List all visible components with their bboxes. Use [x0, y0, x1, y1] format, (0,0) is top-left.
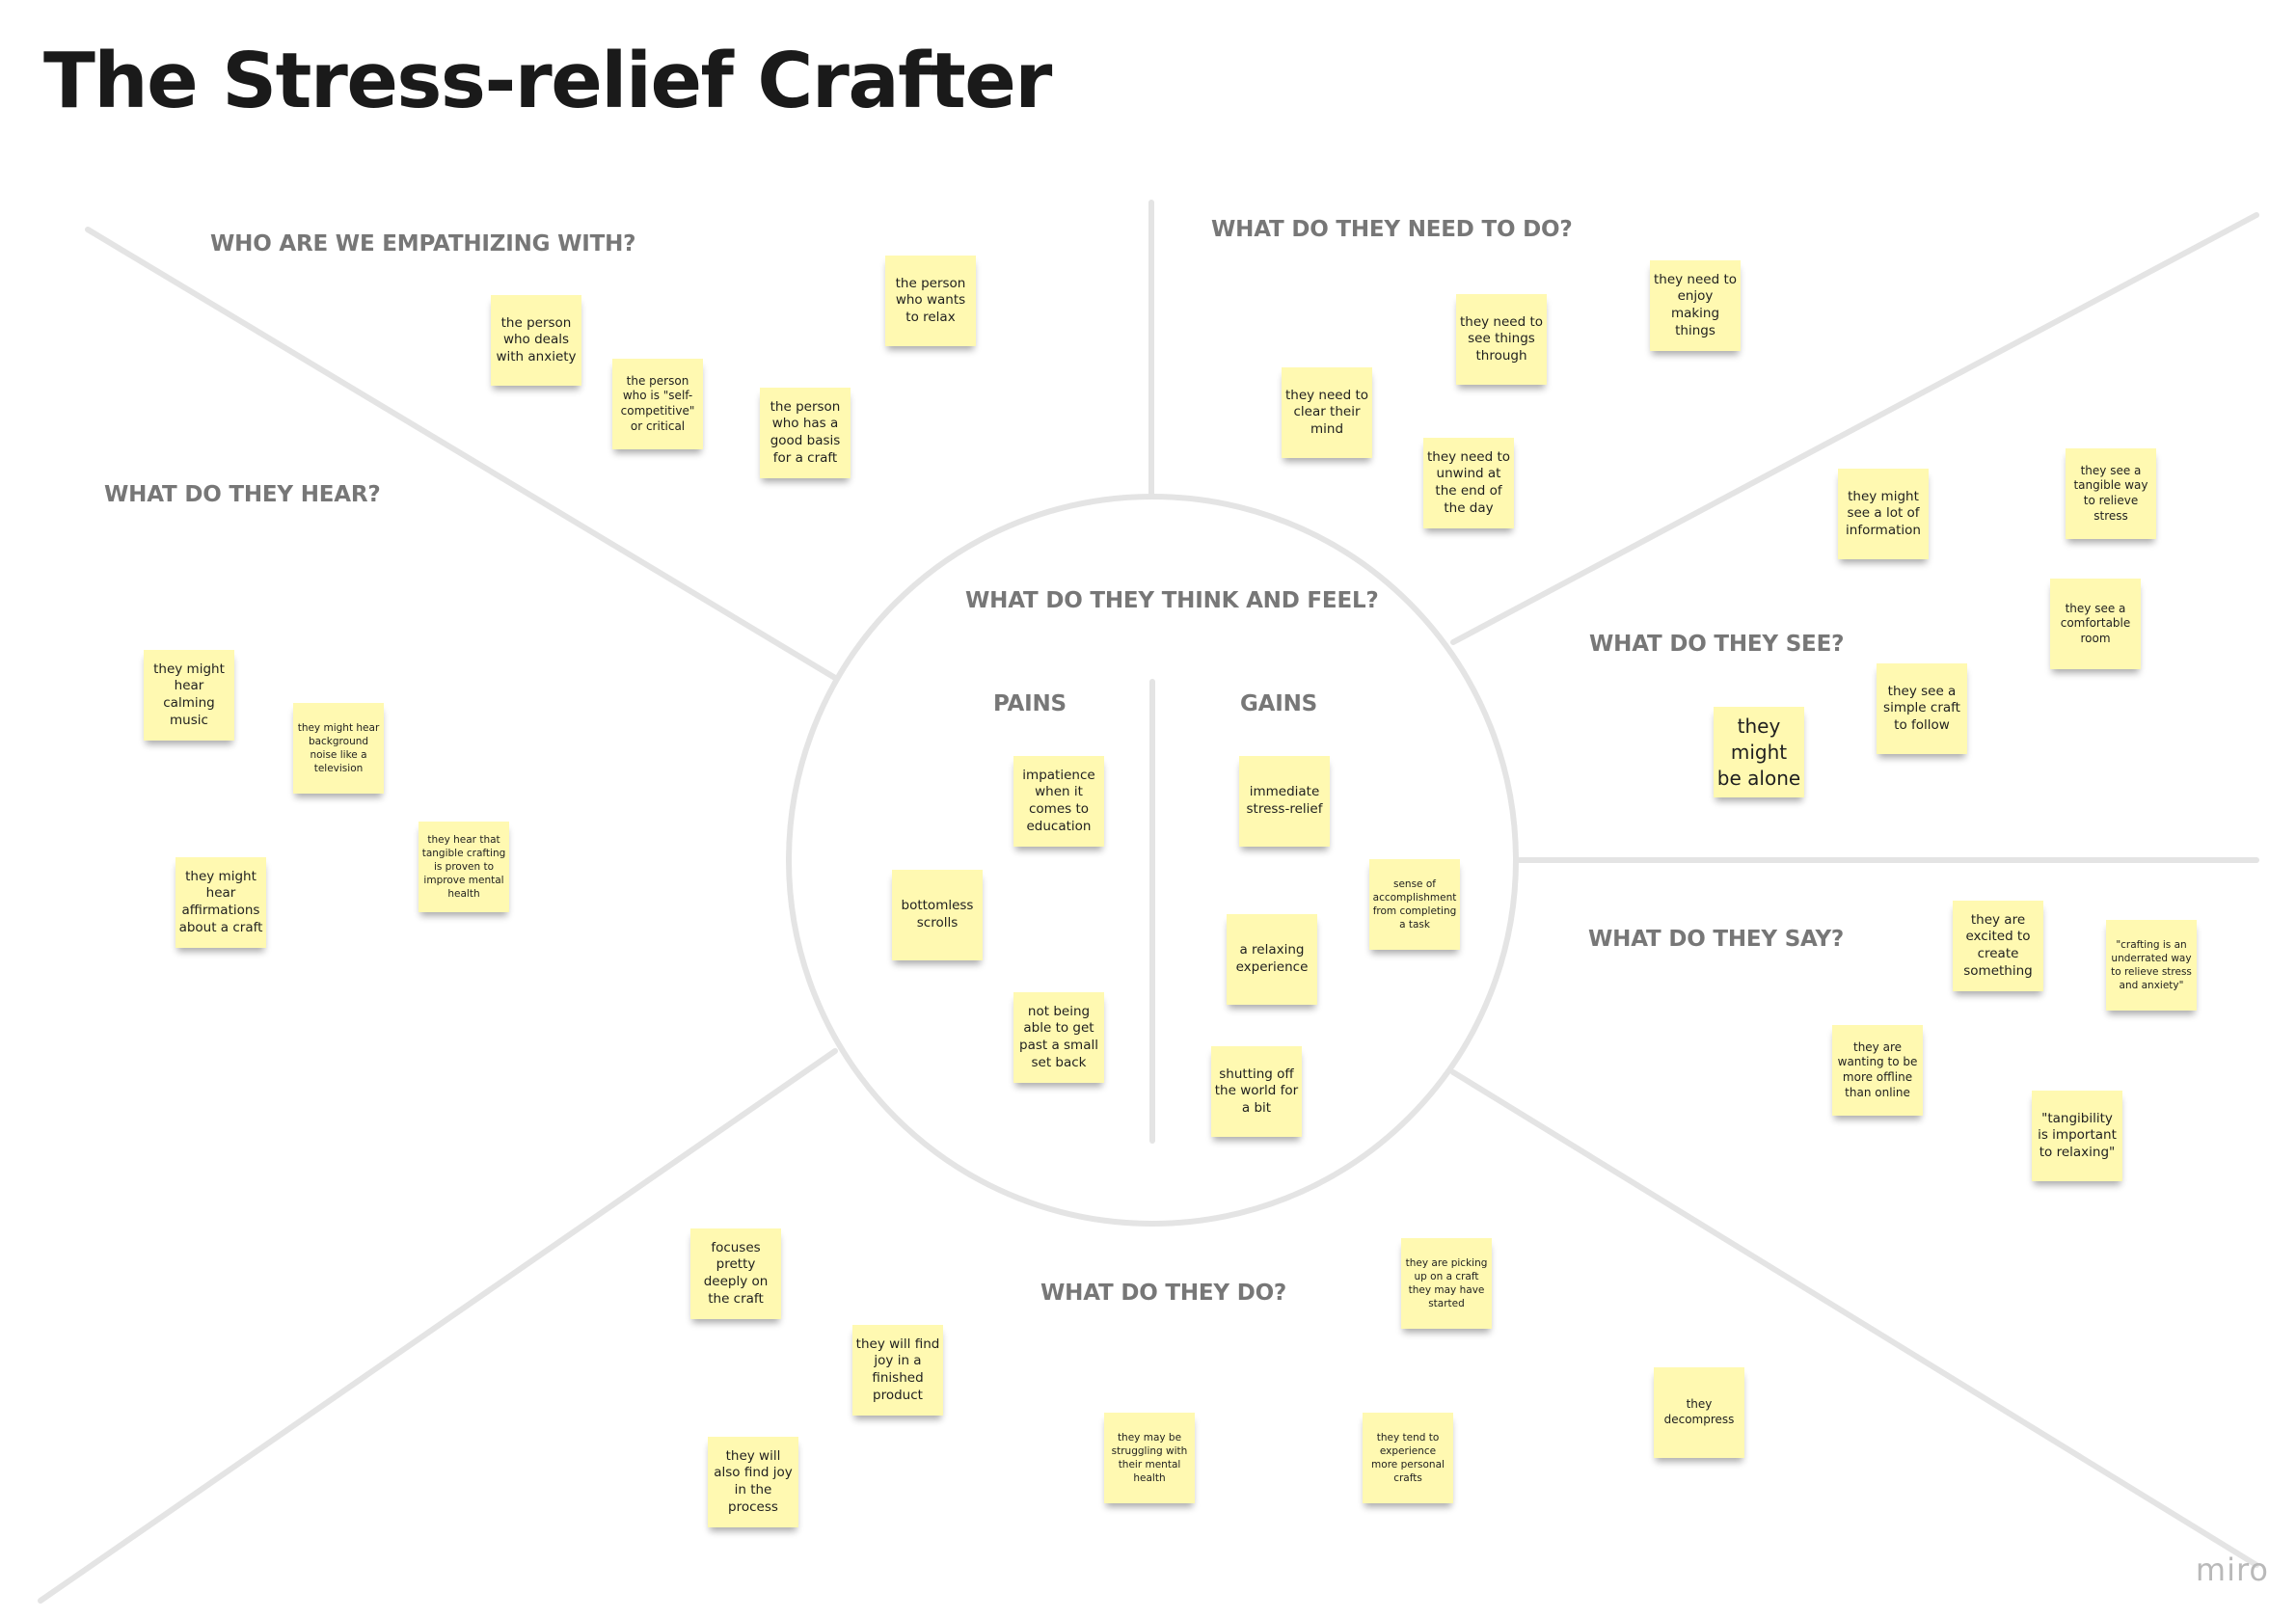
sticky-note[interactable]: they might see a lot of information [1838, 469, 1929, 559]
sticky-note[interactable]: they see a tangible way to relieve stres… [2066, 448, 2156, 539]
sticky-note[interactable]: they will find joy in a finished product [852, 1325, 943, 1416]
sticky-note[interactable]: they hear that tangible crafting is prov… [419, 822, 509, 912]
sticky-note[interactable]: immediate stress-relief [1239, 756, 1330, 847]
heading-who-are-we-empathizing-with: WHO ARE WE EMPATHIZING WITH? [210, 231, 636, 256]
sticky-note[interactable]: they need to see things through [1456, 294, 1547, 385]
sticky-note[interactable]: they are excited to create something [1953, 901, 2043, 991]
divider-line-bottom-left [38, 1048, 838, 1604]
sticky-note[interactable]: "tangibility is important to relaxing" [2032, 1091, 2122, 1181]
sticky-note[interactable]: the person who deals with anxiety [491, 295, 581, 386]
sticky-note[interactable]: they decompress [1654, 1367, 1744, 1458]
sticky-note[interactable]: shutting off the world for a bit [1211, 1046, 1302, 1137]
sticky-note[interactable]: impatience when it comes to education [1013, 756, 1104, 847]
sticky-note[interactable]: they might hear background noise like a … [293, 703, 384, 794]
heading-what-do-they-need-to-do: WHAT DO THEY NEED TO DO? [1211, 217, 1573, 242]
sticky-note[interactable]: they may be struggling with their mental… [1104, 1413, 1195, 1503]
heading-what-do-they-see: WHAT DO THEY SEE? [1589, 632, 1845, 657]
heading-what-do-they-think-and-feel: WHAT DO THEY THINK AND FEEL? [965, 588, 1379, 613]
heading-what-do-they-say: WHAT DO THEY SAY? [1588, 927, 1845, 952]
sticky-note[interactable]: the person who is "self-competitive" or … [612, 359, 703, 449]
sticky-note[interactable]: they might hear affirmations about a cra… [176, 857, 266, 948]
sticky-note[interactable]: sense of accomplishment from completing … [1369, 859, 1460, 950]
sticky-note[interactable]: they tend to experience more personal cr… [1363, 1413, 1453, 1503]
sticky-note[interactable]: the person who wants to relax [885, 256, 976, 346]
divider-line-top-left [85, 227, 838, 681]
sticky-note[interactable]: not being able to get past a small set b… [1013, 992, 1104, 1083]
sticky-note[interactable]: they are picking up on a craft they may … [1401, 1238, 1492, 1329]
sticky-note[interactable]: they might hear calming music [144, 650, 234, 741]
sticky-note[interactable]: they need to enjoy making things [1650, 260, 1741, 351]
board-title: The Stress-relief Crafter [43, 37, 1052, 125]
sticky-note[interactable]: they see a comfortable room [2050, 579, 2141, 669]
sticky-note[interactable]: they need to clear their mind [1282, 367, 1372, 458]
heading-what-do-they-hear: WHAT DO THEY HEAR? [104, 482, 381, 507]
heading-gains: GAINS [1240, 691, 1318, 716]
sticky-note[interactable]: they need to unwind at the end of the da… [1423, 438, 1514, 528]
divider-line-bottom-right [1450, 1069, 2259, 1568]
sticky-note[interactable]: they might be alone [1714, 707, 1804, 797]
divider-line-top-right [1450, 212, 2259, 645]
sticky-note[interactable]: a relaxing experience [1227, 914, 1317, 1005]
sticky-note[interactable]: they will also find joy in the process [708, 1437, 798, 1527]
think-feel-circle [786, 494, 1519, 1227]
sticky-note[interactable]: focuses pretty deeply on the craft [690, 1228, 781, 1319]
sticky-note[interactable]: the person who has a good basis for a cr… [760, 388, 851, 478]
sticky-note[interactable]: they are wanting to be more offline than… [1832, 1025, 1923, 1116]
sticky-note[interactable]: "crafting is an underrated way to reliev… [2106, 920, 2197, 1011]
heading-what-do-they-do: WHAT DO THEY DO? [1040, 1281, 1287, 1306]
miro-logo: miro [2195, 1552, 2269, 1588]
heading-pains: PAINS [993, 691, 1067, 716]
sticky-note[interactable]: bottomless scrolls [892, 870, 983, 960]
sticky-note[interactable]: they see a simple craft to follow [1877, 663, 1967, 754]
